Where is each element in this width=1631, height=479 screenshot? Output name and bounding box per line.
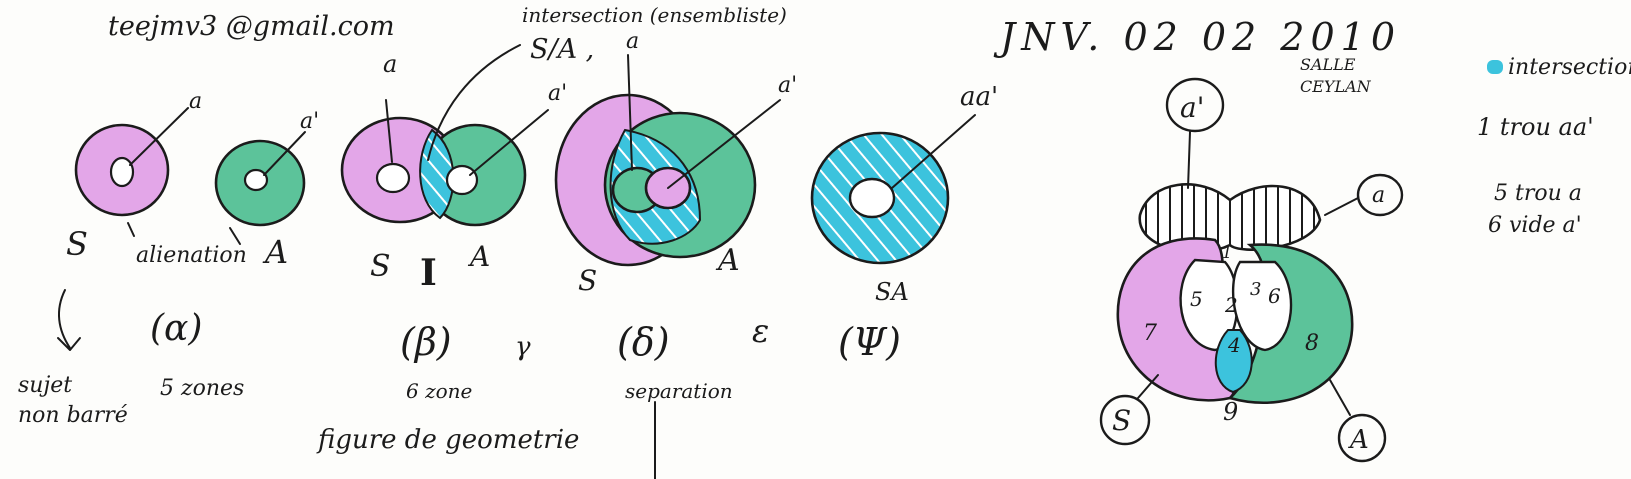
arrow-caption-line2: non barré (18, 403, 128, 428)
intersection-subtitle: S/A , (530, 34, 594, 65)
greek-psi: (Ψ) (838, 320, 901, 364)
zone-2: 2 (1224, 293, 1238, 317)
fig3-pointer-label: a (383, 50, 397, 78)
sia-right-hole (445, 164, 479, 196)
figure-sia: a a' S I A (340, 44, 567, 294)
beta-caption: 6 zone (406, 379, 472, 403)
label-a: a (1372, 183, 1385, 208)
email-text: teejmv3 @gmail.com (108, 11, 395, 42)
sia-intersection (419, 128, 455, 220)
zone-9: 9 (1223, 398, 1238, 426)
fig4-pointer2-label: a' (778, 73, 797, 98)
zone-7: 7 (1143, 321, 1157, 346)
greek-delta: (δ) (617, 320, 670, 364)
cyan-intersection (1214, 329, 1253, 394)
legend-line1: intersection (1508, 55, 1631, 80)
zone-1: 1 (1222, 243, 1232, 262)
legend-line3: 5 trou a (1494, 181, 1582, 206)
greek-gamma: γ (515, 332, 531, 362)
right-diagram: 1 2 3 4 5 6 7 8 9 a' a S A (1099, 77, 1404, 463)
fig2-caption: alienation (136, 243, 247, 268)
fig2-label: A (262, 233, 288, 271)
zone-4: 4 (1227, 333, 1241, 357)
fig3-label-mid: I (420, 252, 437, 294)
sa-ring-hole (848, 177, 896, 219)
fig1-label: S (66, 225, 88, 263)
inner-loop-right (1232, 260, 1293, 352)
circle-s (1099, 394, 1151, 446)
circle-a-prime (1165, 77, 1225, 133)
sia-left-hole (375, 162, 411, 194)
fig3-pointer2-label: a' (548, 81, 567, 106)
venue-line1: SALLE (1300, 55, 1356, 74)
fig3-label-left: S (370, 249, 391, 284)
zone-5: 5 (1190, 287, 1203, 311)
figure-sa: aa' SA (810, 82, 998, 306)
fig3-label-right: A (467, 240, 490, 273)
figure-a-ring: a' alienation A (127, 109, 319, 271)
fig4-label-left: S (578, 264, 597, 297)
label-a-big: A (1348, 425, 1369, 455)
venue-line2: CEYLAN (1300, 77, 1372, 96)
label-a-prime: a' (1180, 91, 1204, 124)
intersection-title: intersection (ensembliste) (522, 3, 787, 27)
fig1-pointer-label: a (189, 89, 202, 114)
figure-s-over-a: a a' S A (554, 29, 797, 297)
circle-a-big (1337, 413, 1387, 463)
zone-8: 8 (1305, 331, 1319, 356)
greek-epsilon: ε (752, 312, 769, 350)
zone-6: 6 (1268, 284, 1281, 308)
fig4-pointer-label: a (626, 29, 639, 54)
arrow-caption-line1: sujet (18, 373, 72, 398)
label-s: S (1112, 404, 1131, 437)
s-ring-hole (109, 156, 135, 188)
greek-alpha: (α) (150, 308, 202, 349)
fig5-label: SA (875, 278, 909, 306)
date-text: JNV. 02 02 2010 (993, 15, 1401, 59)
alpha-caption: 5 zones (160, 376, 244, 401)
a-ring-hole (243, 168, 269, 192)
legend-line4: 6 vide a' (1488, 213, 1582, 238)
fig4-label-right: A (715, 243, 740, 278)
delta-caption: separation (625, 379, 733, 403)
sujet-arrow (57, 289, 81, 351)
legend-line2: 1 trou aa' (1477, 113, 1594, 141)
geometry-caption: figure de geometrie (316, 425, 579, 455)
circle-a (1356, 173, 1404, 217)
legend: intersection 1 trou aa' 5 trou a 6 vide … (1477, 55, 1631, 238)
greek-beta: (β) (400, 320, 452, 364)
fig2-pointer-label: a' (300, 109, 319, 134)
fig5-pointer-label: aa' (960, 82, 998, 112)
legend-cyan-swatch (1487, 60, 1503, 74)
figure-s-ring: a S (66, 89, 202, 263)
zone-3: 3 (1250, 279, 1261, 300)
